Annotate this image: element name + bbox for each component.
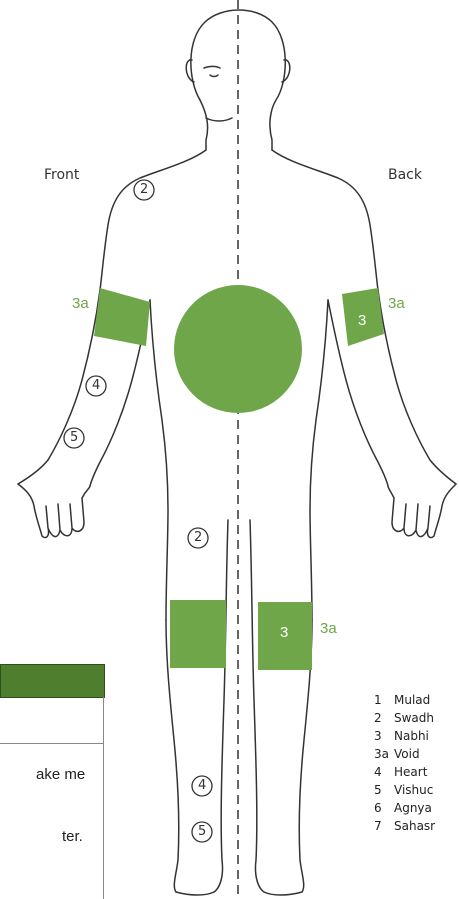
label-3-right-knee: 3 <box>280 624 288 641</box>
highlight-navel-circle <box>174 285 302 413</box>
right-hand <box>388 484 456 538</box>
label-3a-right-knee: 3a <box>320 620 337 637</box>
torso-right <box>310 300 328 620</box>
back-label: Back <box>388 167 422 183</box>
table-row2-line2: ter. <box>62 828 83 845</box>
shoulder-right <box>272 150 378 290</box>
front-label: Front <box>44 167 79 183</box>
label-3a-left-arm: 3a <box>72 295 89 312</box>
right-arm-outer <box>378 290 456 484</box>
table-header <box>0 664 105 698</box>
highlight-left-arm <box>94 288 150 346</box>
marker-front-forearm-lower: 5 <box>70 430 78 445</box>
table-row <box>0 697 104 744</box>
marker-front-shin-lower: 5 <box>198 824 206 839</box>
marker-front-shoulder: 2 <box>140 182 148 197</box>
marker-front-thigh: 2 <box>194 530 202 545</box>
left-hand <box>18 484 90 538</box>
table-row: ake me ter. <box>0 744 104 899</box>
torso-left <box>150 300 168 620</box>
highlight-left-knee <box>170 600 226 668</box>
head-outline-left <box>200 100 208 150</box>
shoulder-left <box>100 150 206 290</box>
right-leg-inner <box>250 520 264 892</box>
marker-front-forearm-upper: 4 <box>92 378 100 393</box>
label-3-right-arm: 3 <box>358 312 366 329</box>
marker-front-shin-upper: 4 <box>198 778 206 793</box>
label-3a-right-arm: 3a <box>388 295 405 312</box>
table-row2-line1: ake me <box>36 766 85 783</box>
left-leg-inner <box>214 520 228 892</box>
